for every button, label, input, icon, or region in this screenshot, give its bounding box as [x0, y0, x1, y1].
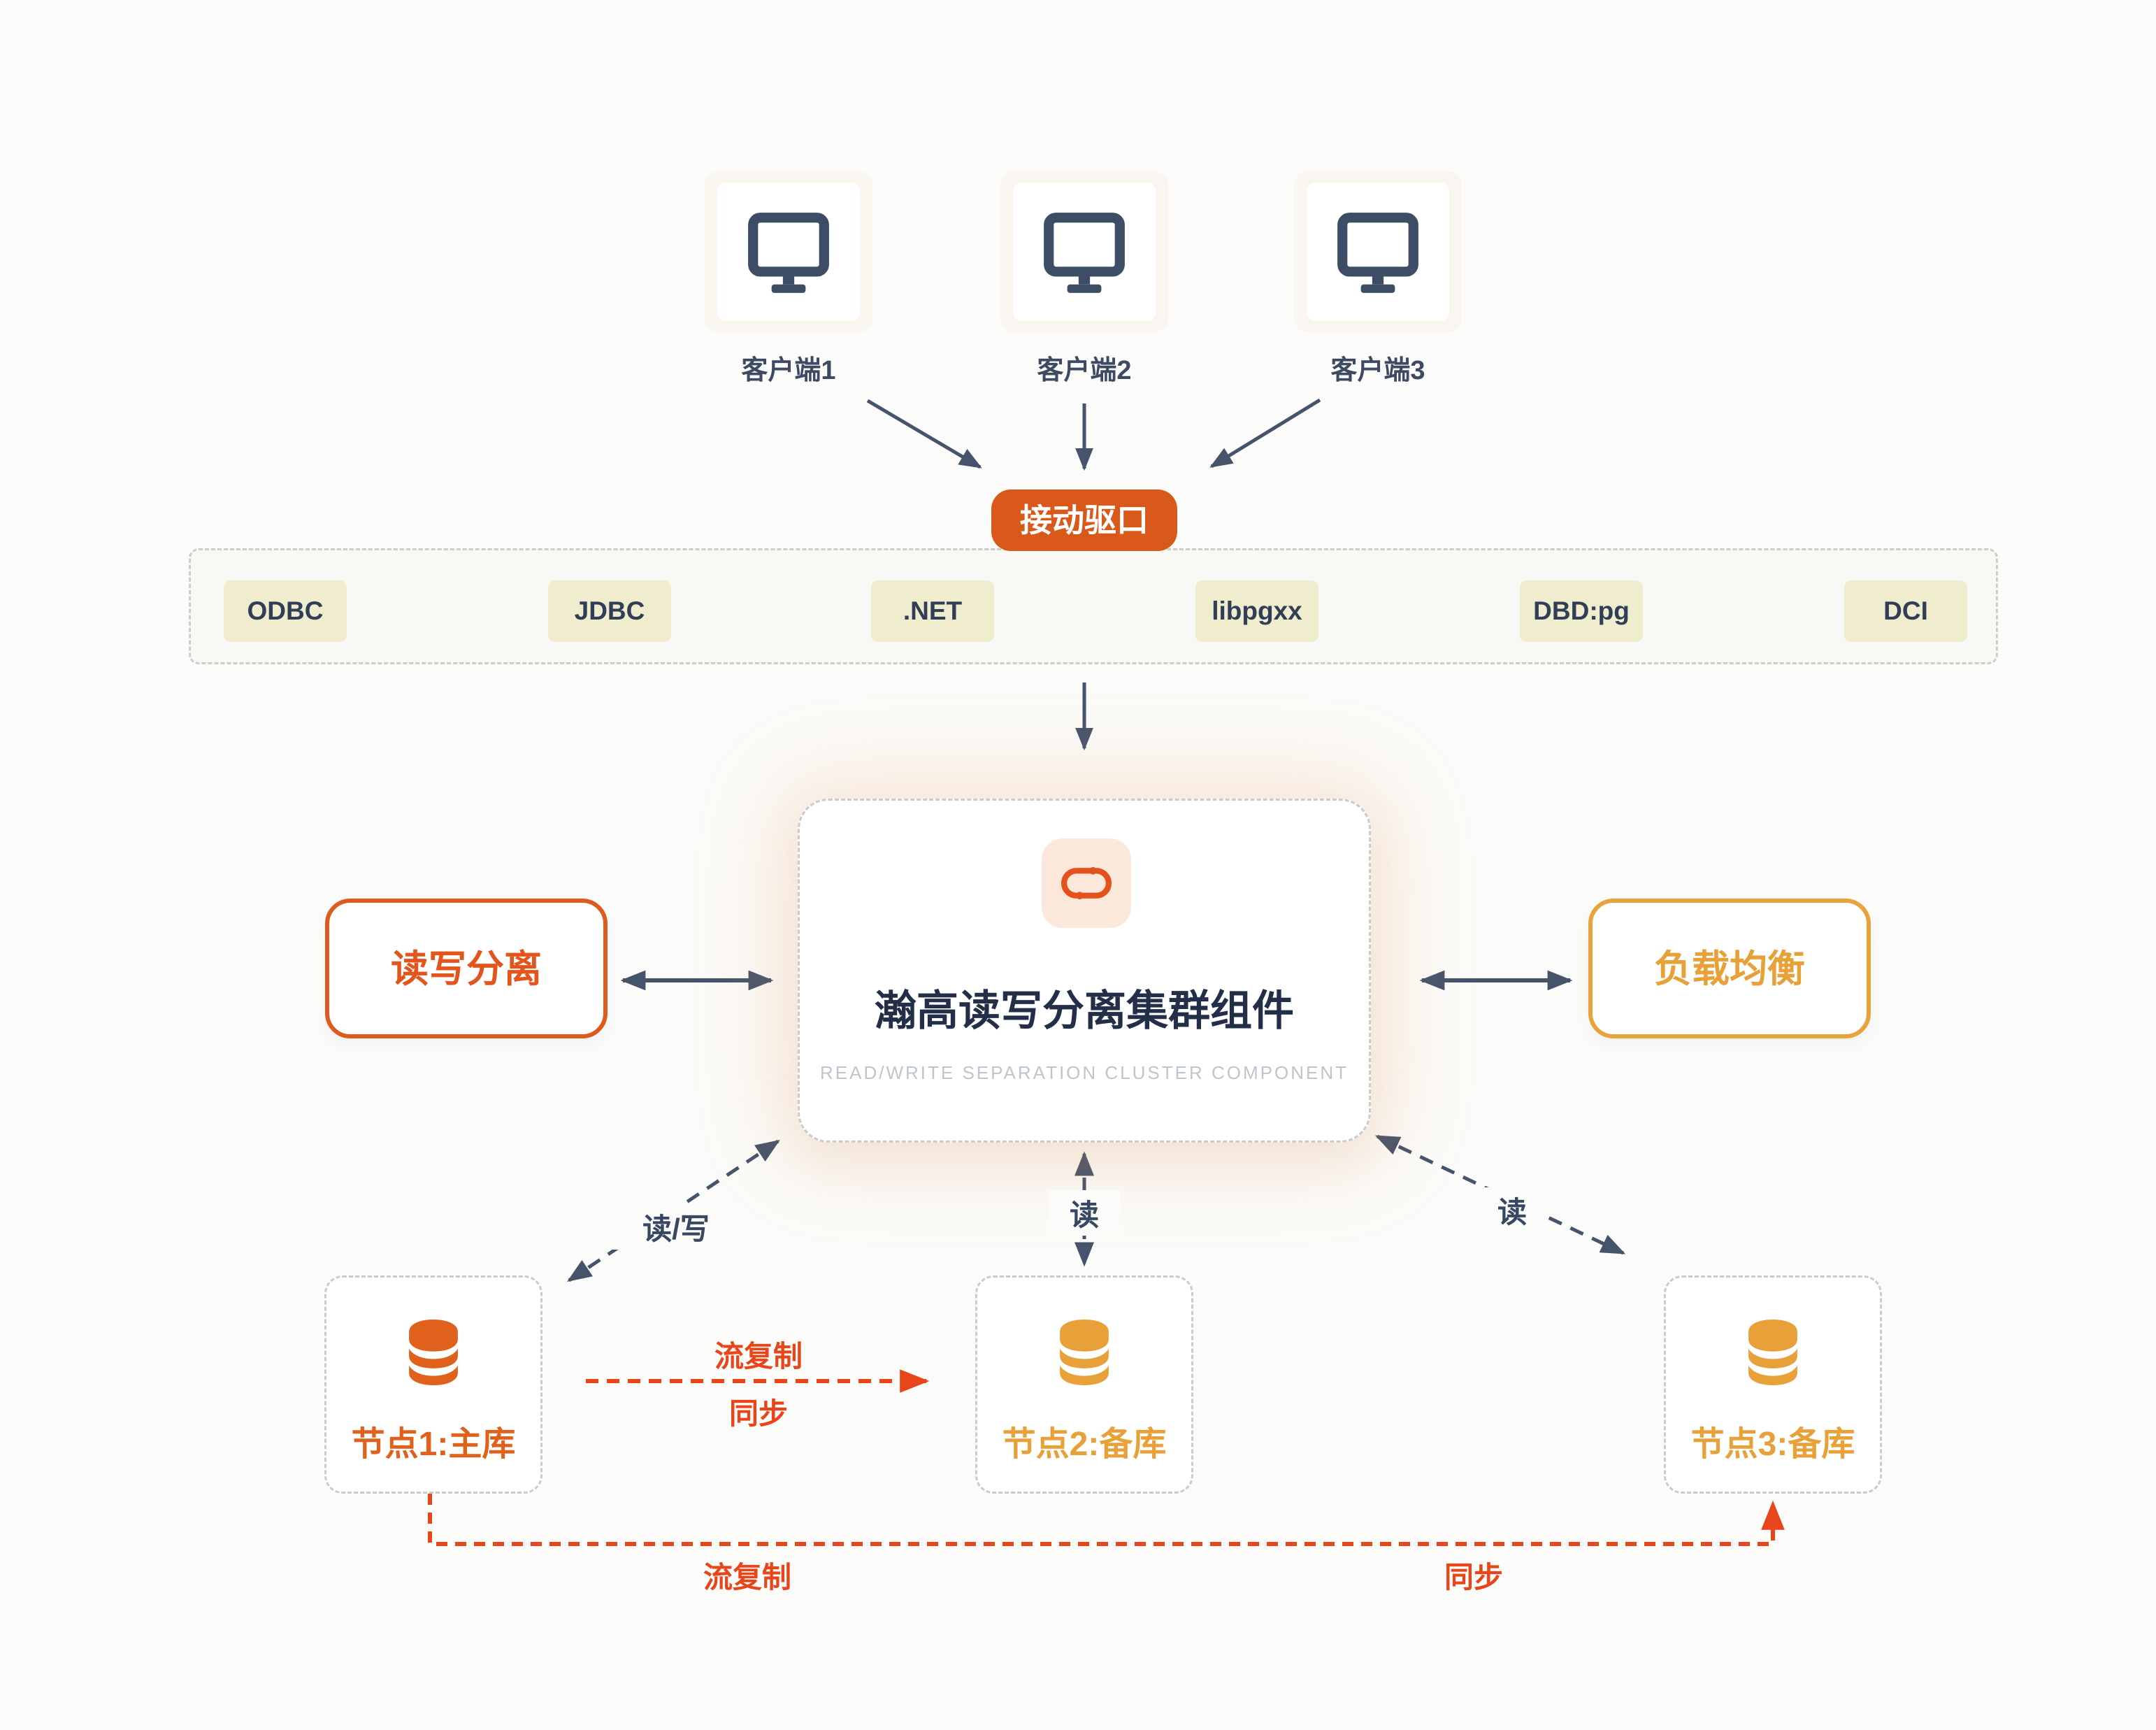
node-2-standby: 节点2:备库 — [975, 1275, 1193, 1494]
client-card-3 — [1294, 171, 1462, 332]
replication-label-stream: 流复制 — [714, 1340, 803, 1373]
monitor-icon — [717, 183, 860, 321]
drivers-to-component-arrow — [1075, 682, 1093, 751]
edge-label-read-write: 读/写 — [610, 1204, 742, 1250]
feature-read-write-split: 读写分离 — [325, 899, 608, 1038]
replication-label-sync-bottom: 同步 — [1444, 1561, 1503, 1594]
client-card-1 — [705, 171, 872, 332]
database-icon — [1748, 1320, 1797, 1385]
sync-link-icon — [1042, 838, 1131, 928]
left-feature-arrow — [620, 970, 774, 991]
driver-chip-dotnet: .NET — [871, 580, 994, 642]
node-3-standby: 节点3:备库 — [1664, 1275, 1882, 1494]
cluster-component-card: 瀚高读写分离集群组件 READ/WRITE SEPARATION CLUSTER… — [798, 799, 1371, 1143]
database-icon — [409, 1320, 458, 1385]
driver-chip-odbc: ODBC — [224, 580, 347, 642]
driver-chip-dbdpg: DBD:pg — [1520, 580, 1643, 642]
replication-arrow-node1-node2 — [586, 1369, 930, 1393]
replication-path-node1-node3 — [428, 1494, 1785, 1546]
edge-label-read-middle: 读 — [1049, 1190, 1120, 1236]
node-label: 节点1:主库 — [351, 1426, 516, 1463]
monitor-icon — [1307, 183, 1449, 321]
node-label: 节点3:备库 — [1690, 1426, 1855, 1463]
driver-chip-libpgxx: libpgxx — [1195, 580, 1318, 642]
client-label-1: 客户端1 — [741, 356, 836, 385]
client-label-2: 客户端2 — [1037, 356, 1132, 385]
monitor-icon — [1013, 183, 1156, 321]
replication-label-sync: 同步 — [728, 1397, 788, 1430]
interface-badge: 接动驱口 — [991, 489, 1177, 551]
database-icon — [1060, 1320, 1109, 1385]
node-1-primary: 节点1:主库 — [324, 1275, 542, 1494]
link-to-node3 — [1374, 1134, 1626, 1255]
driver-chip-dci: DCI — [1844, 580, 1967, 642]
node-label: 节点2:备库 — [1002, 1426, 1167, 1463]
right-feature-arrow — [1419, 970, 1573, 991]
edge-label-read-right: 读 — [1476, 1187, 1548, 1233]
replication-label-stream-bottom: 流复制 — [703, 1561, 791, 1594]
component-title: 瀚高读写分离集群组件 — [875, 987, 1294, 1034]
driver-container — [189, 548, 1998, 664]
driver-chip-jdbc: JDBC — [548, 580, 671, 642]
component-subtitle: READ/WRITE SEPARATION CLUSTER COMPONENT — [820, 1062, 1349, 1083]
feature-load-balance: 负载均衡 — [1588, 899, 1871, 1038]
client-card-2 — [1000, 171, 1168, 332]
client-label-3: 客户端3 — [1330, 356, 1425, 385]
client-arrows — [866, 398, 1321, 471]
